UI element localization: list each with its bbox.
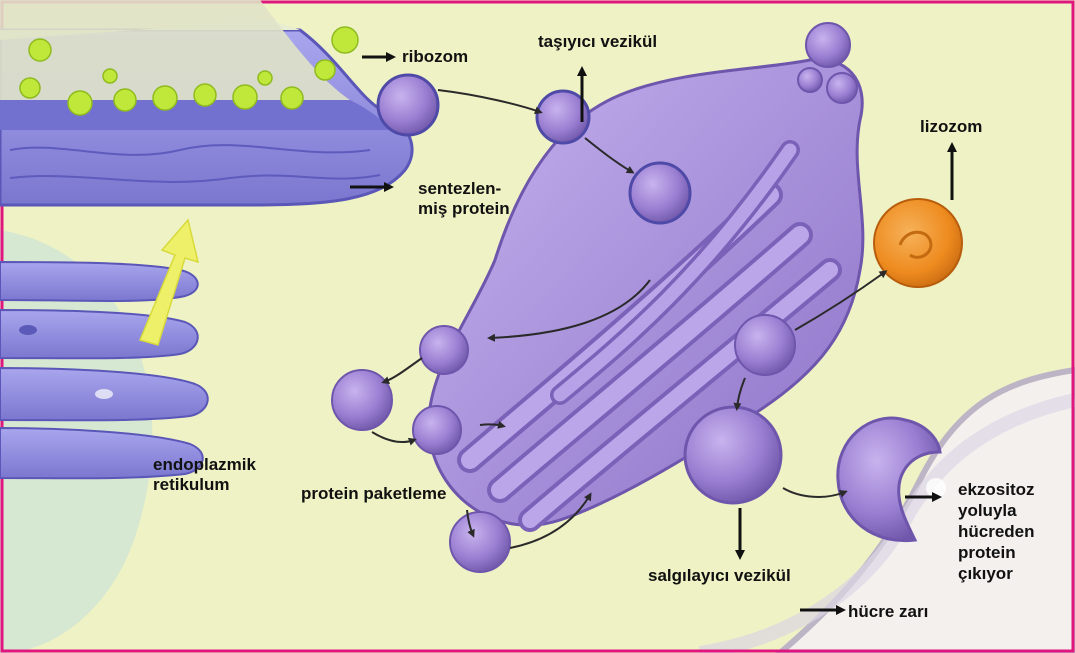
label-salgilayici-vezikul: salgılayıcı vezikül bbox=[648, 566, 791, 585]
label-sentezlenmis-protein-1: sentezlen- bbox=[418, 179, 501, 198]
label-hucre-zari: hücre zarı bbox=[848, 602, 928, 621]
fusing-vesicle bbox=[630, 163, 690, 223]
label-endoplazmik-retikulum-1: endoplazmik bbox=[153, 455, 256, 474]
label-lizozom: lizozom bbox=[920, 117, 982, 136]
lysosome bbox=[874, 199, 962, 287]
label-sentezlenmis-protein-2: miş protein bbox=[418, 199, 510, 218]
label-endoplazmik-retikulum-2: retikulum bbox=[153, 475, 230, 494]
label-ribozom: ribozom bbox=[402, 47, 468, 66]
label-ekzositoz-2: yoluyla bbox=[958, 501, 1017, 520]
label-ekzositoz-4: protein bbox=[958, 543, 1016, 562]
label-ekzositoz-1: ekzositoz bbox=[958, 480, 1035, 499]
budding-vesicle bbox=[378, 75, 438, 135]
label-ekzositoz-3: hücreden bbox=[958, 522, 1035, 541]
label-tasiyici-vezikul: taşıyıcı vezikül bbox=[538, 32, 657, 51]
secretory-vesicle bbox=[685, 407, 781, 503]
label-protein-paketleme: protein paketleme bbox=[301, 484, 447, 503]
label-ekzositoz-5: çıkıyor bbox=[958, 564, 1013, 583]
